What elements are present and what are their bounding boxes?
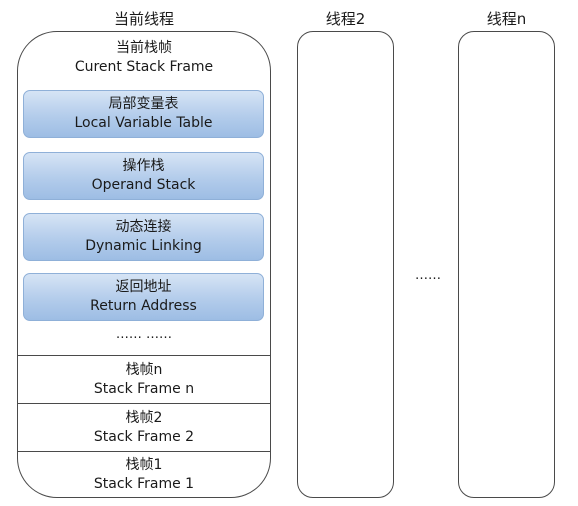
- stack-frame-en: Stack Frame 2: [93, 429, 195, 445]
- stack-frame-n: 栈帧n Stack Frame n: [17, 357, 271, 403]
- current-stack-frame-heading: 当前栈帧 Curent Stack Frame: [17, 36, 271, 80]
- frame-part-en: Operand Stack: [91, 177, 196, 193]
- frame-part-zh: 返回地址: [115, 279, 172, 295]
- stack-frame-en: Stack Frame 1: [93, 476, 195, 492]
- current-frame-en: Curent Stack Frame: [74, 59, 214, 75]
- frame-part-zh: 动态连接: [115, 219, 172, 235]
- thread2-stack: [297, 31, 394, 498]
- frame-part-zh: 局部变量表: [108, 96, 179, 112]
- return-address-box: 返回地址 Return Address: [23, 273, 264, 321]
- local-variable-table-box: 局部变量表 Local Variable Table: [23, 90, 264, 138]
- frame-part-zh: 操作栈: [122, 158, 165, 174]
- stack-frame-1: 栈帧1 Stack Frame 1: [17, 453, 271, 497]
- stack-frame-zh: 栈帧1: [125, 457, 163, 473]
- frame-ellipsis: …… ……: [115, 327, 173, 342]
- frame-part-en: Return Address: [90, 298, 197, 314]
- dynamic-linking-box: 动态连接 Dynamic Linking: [23, 213, 264, 261]
- current-frame-zh: 当前栈帧: [116, 40, 172, 56]
- stack-frame-2: 栈帧2 Stack Frame 2: [17, 405, 271, 451]
- divider-line: [17, 403, 271, 404]
- stack-frame-zh: 栈帧2: [125, 410, 163, 426]
- thread2-title: 线程2: [325, 10, 366, 28]
- operand-stack-box: 操作栈 Operand Stack: [23, 152, 264, 200]
- divider-line: [17, 355, 271, 356]
- threadn-title: 线程n: [486, 10, 527, 28]
- current-thread-title: 当前线程: [113, 10, 174, 28]
- stack-frame-zh: 栈帧n: [125, 362, 163, 378]
- frame-part-en: Local Variable Table: [74, 115, 213, 131]
- frame-part-en: Dynamic Linking: [85, 238, 202, 254]
- threads-ellipsis: ……: [415, 268, 441, 283]
- threadn-stack: [458, 31, 555, 498]
- divider-line: [17, 451, 271, 452]
- stack-frame-en: Stack Frame n: [93, 381, 195, 397]
